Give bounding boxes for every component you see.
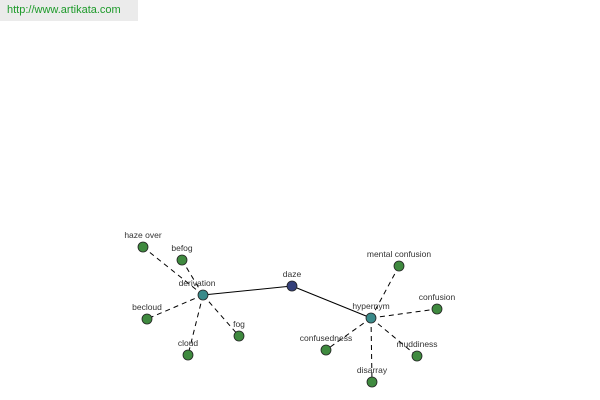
label-muddiness: muddiness bbox=[396, 339, 437, 349]
label-haze-over: haze over bbox=[124, 230, 161, 240]
edge-derivation-haze-over bbox=[142, 246, 204, 296]
source-banner: http://www.artikata.com bbox=[0, 0, 138, 21]
node-confusedness[interactable] bbox=[320, 344, 332, 356]
label-mental-confusion: mental confusion bbox=[367, 249, 432, 259]
label-fog: fog bbox=[233, 319, 245, 329]
edge-hypernym-confusion bbox=[370, 308, 438, 319]
node-disarray[interactable] bbox=[366, 376, 378, 388]
node-fog[interactable] bbox=[233, 330, 245, 342]
label-derivation: derivation bbox=[179, 278, 216, 288]
label-befog: befog bbox=[171, 243, 193, 253]
source-link[interactable]: http://www.artikata.com bbox=[7, 4, 121, 16]
label-confusedness: confusedness bbox=[300, 333, 352, 343]
node-mental-confusion[interactable] bbox=[393, 260, 405, 272]
node-cloud[interactable] bbox=[182, 349, 194, 361]
node-daze[interactable] bbox=[286, 280, 298, 292]
edge-derivation-cloud bbox=[187, 294, 204, 356]
edge-derivation-befog bbox=[181, 259, 204, 296]
label-cloud: cloud bbox=[178, 338, 199, 348]
node-confusion[interactable] bbox=[431, 303, 443, 315]
node-becloud[interactable] bbox=[141, 313, 153, 325]
edge-hypernym-muddiness bbox=[370, 317, 418, 357]
edge-derivation-becloud bbox=[146, 294, 204, 320]
label-hypernym: hypernym bbox=[352, 301, 389, 311]
edge-hypernym-disarray bbox=[370, 317, 373, 383]
node-hypernym[interactable] bbox=[365, 312, 377, 324]
edge-derivation-fog bbox=[202, 294, 240, 337]
label-becloud: becloud bbox=[132, 302, 162, 312]
edge-hypernym-mental-confusion bbox=[370, 265, 400, 319]
node-muddiness[interactable] bbox=[411, 350, 423, 362]
node-derivation[interactable] bbox=[197, 289, 209, 301]
edge-hypernym-confusedness bbox=[325, 317, 372, 351]
label-confusion: confusion bbox=[419, 292, 456, 302]
edge-daze-hypernym bbox=[291, 285, 372, 319]
label-disarray: disarray bbox=[357, 365, 388, 375]
node-befog[interactable] bbox=[176, 254, 188, 266]
edge-daze-derivation bbox=[202, 285, 293, 296]
label-daze: daze bbox=[283, 269, 302, 279]
node-haze-over[interactable] bbox=[137, 241, 149, 253]
